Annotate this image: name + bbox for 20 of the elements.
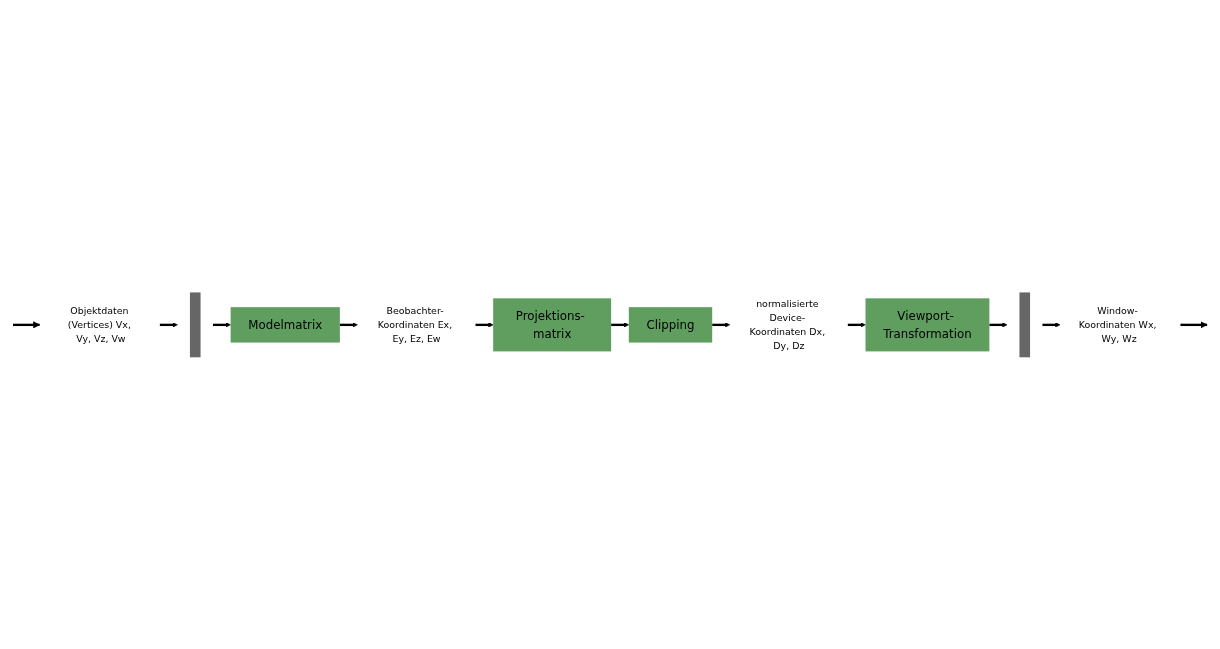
data-label: Objektdaten (Vertices) Vx, Vy, Vz, Vw [67, 304, 131, 344]
process-box: Viewport- Transformation [865, 297, 990, 352]
data-label: normalisierte Device- Koordinaten Dx, Dy, Dz [749, 297, 826, 352]
arrow [13, 320, 41, 329]
arrow [611, 321, 630, 328]
data-label: Beobachter- Koordinaten Ex, Ey, Ez, Ew [377, 304, 453, 344]
divider-bar [189, 292, 201, 357]
divider-bar [1019, 292, 1031, 357]
arrow [159, 321, 178, 328]
process-box: Modelmatrix [230, 306, 340, 343]
process-box: Clipping [628, 306, 713, 343]
arrow [712, 321, 731, 328]
process-box: Projektions- matrix [493, 297, 612, 352]
data-label: Window- Koordinaten Wx, Wy, Wz [1078, 304, 1157, 344]
arrow [1042, 321, 1061, 328]
arrow [989, 321, 1008, 328]
arrow [475, 321, 494, 328]
arrow [1180, 320, 1208, 329]
arrow [847, 321, 866, 328]
arrow [212, 321, 231, 328]
